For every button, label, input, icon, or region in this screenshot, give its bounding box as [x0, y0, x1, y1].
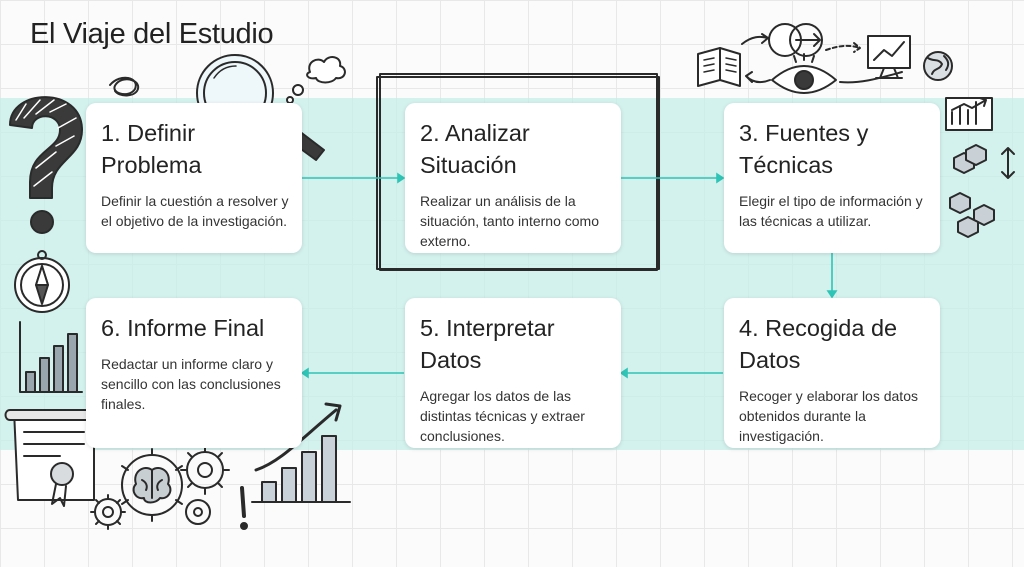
gears-icon [90, 445, 230, 530]
eye-icon [771, 53, 837, 94]
cycle-arrows [741, 33, 903, 84]
step-2-title: 2. Analizar Situación [420, 120, 530, 178]
step-1-description: Definir la cuestión a resolver y el obje… [101, 193, 289, 229]
step-card-1: 1. Definir Problema Definir la cuestión … [86, 103, 302, 253]
monitor-chart-icon [867, 35, 911, 79]
step-4-description: Recoger y elaborar los datos obtenidos d… [739, 388, 918, 444]
step-card-4: 4. Recogida de Datos Recoger y elaborar … [724, 298, 940, 448]
step-2-description: Realizar un análisis de la situación, ta… [420, 193, 599, 249]
exclamation-icon [240, 486, 248, 530]
brain-gear-icon [121, 448, 183, 522]
step-5-title: 5. Interpretar Datos [420, 315, 555, 373]
step-6-description: Redactar un informe claro y sencillo con… [101, 356, 281, 412]
step-4-title: 4. Recogida de Datos [739, 315, 898, 373]
step-3-description: Elegir el tipo de información y las técn… [739, 193, 923, 229]
step-6-title: 6. Informe Final [101, 315, 265, 341]
step-3-title: 3. Fuentes y Técnicas [739, 120, 869, 178]
venn-arrow-icon [768, 23, 823, 57]
page-title: El Viaje del Estudio [30, 18, 274, 50]
step-5-description: Agregar los datos de las distintas técni… [420, 388, 585, 444]
step-card-6: 6. Informe Final Redactar un informe cla… [86, 298, 302, 448]
thought-cloud-icon [286, 56, 346, 104]
step-card-5: 5. Interpretar Datos Agregar los datos d… [405, 298, 621, 448]
globe-icon [923, 51, 953, 81]
step-1-title: 1. Definir Problema [101, 120, 202, 178]
step-card-3: 3. Fuentes y Técnicas Elegir el tipo de … [724, 103, 940, 253]
step-card-2: 2. Analizar Situación Realizar un anális… [405, 103, 621, 253]
book-icon [697, 47, 741, 87]
scribble-icon [109, 76, 140, 97]
